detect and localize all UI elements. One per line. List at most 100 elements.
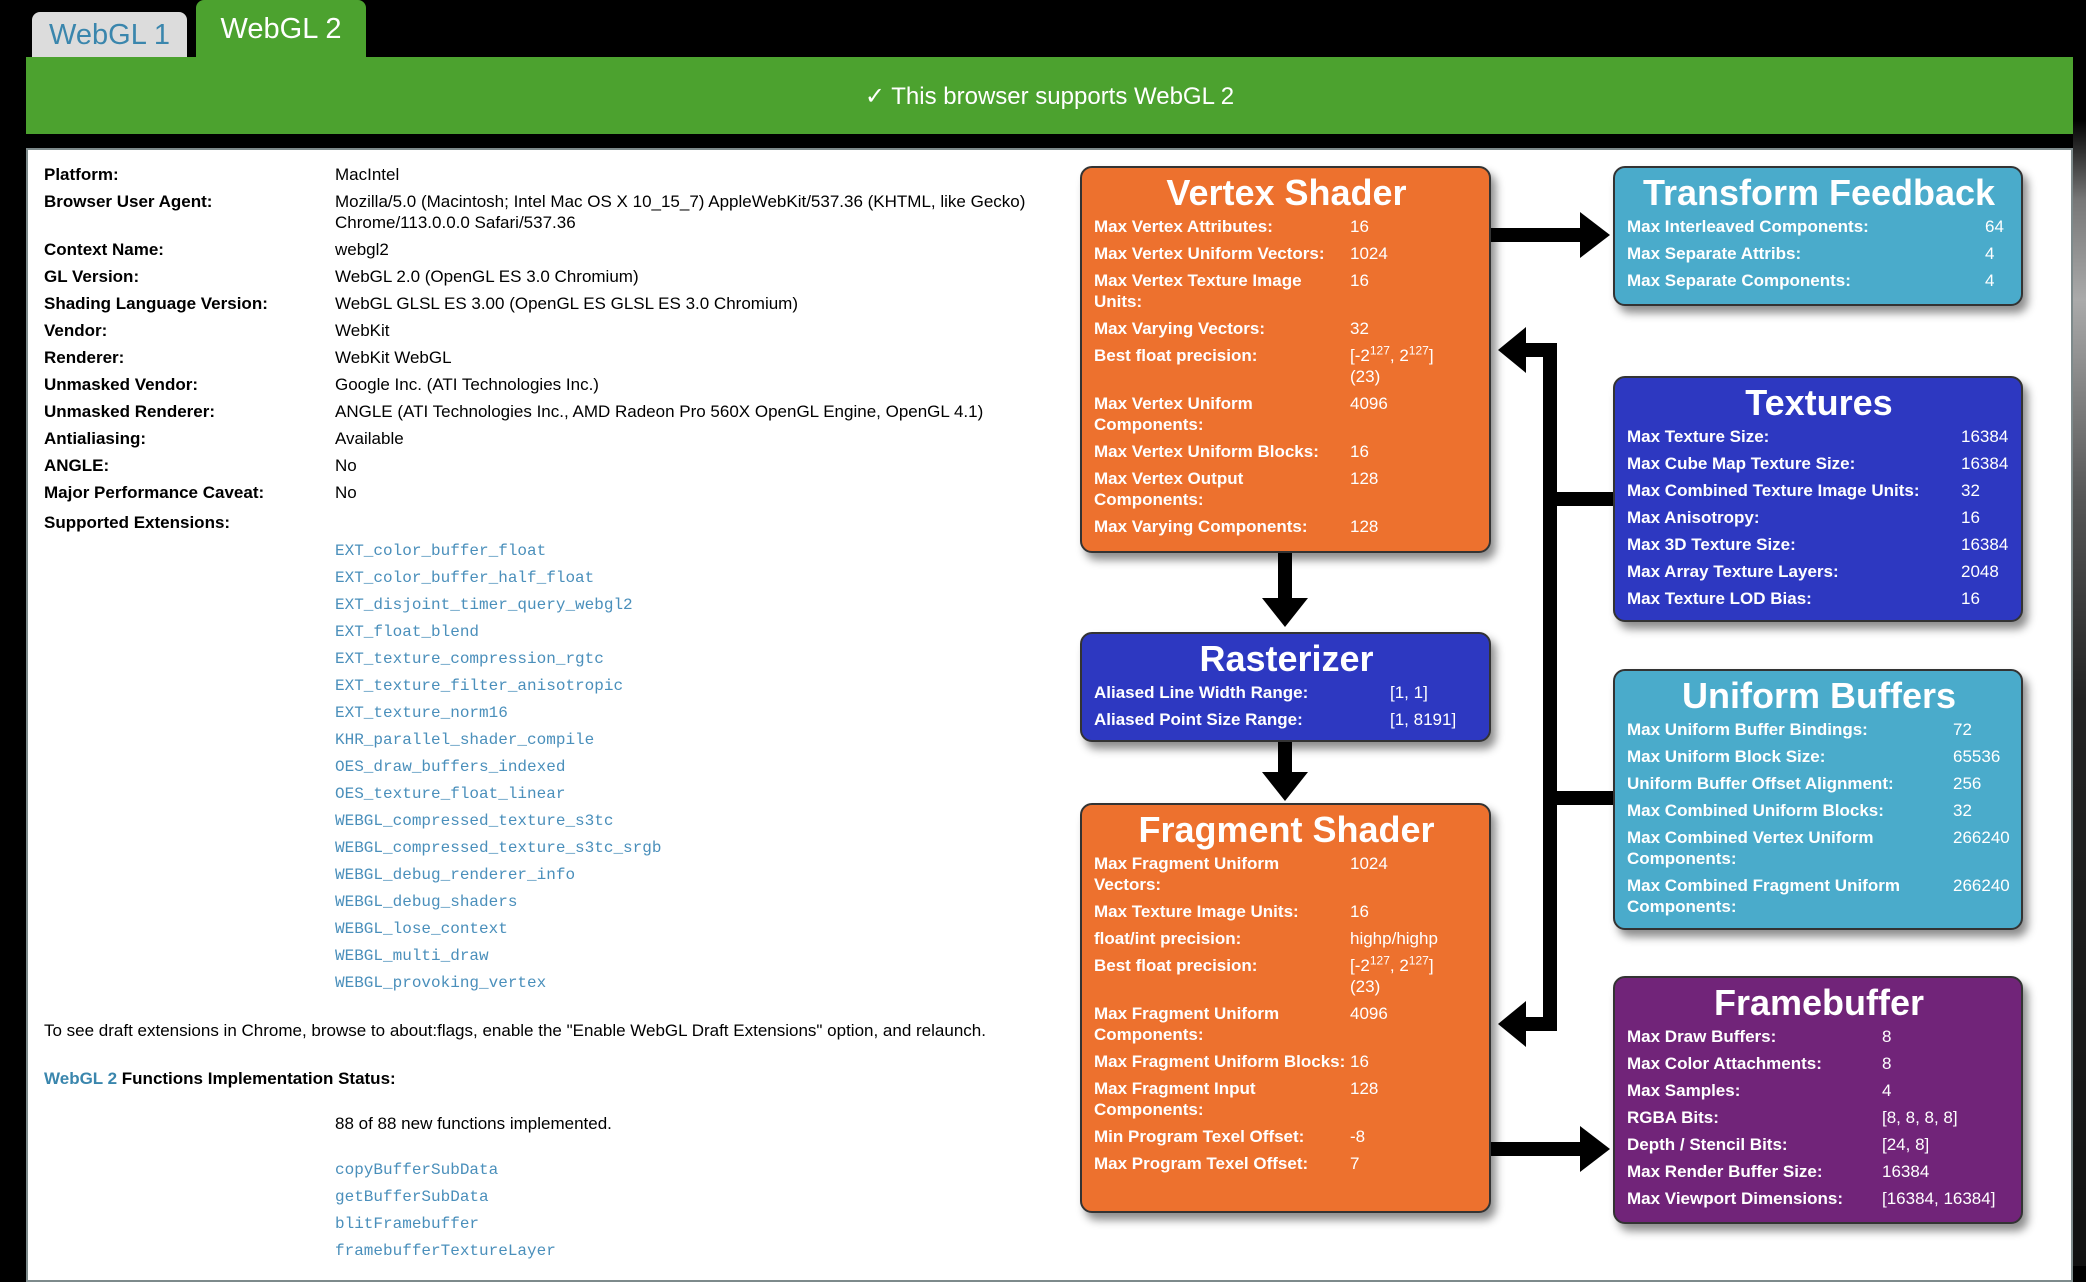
stat-label: Max Combined Uniform Blocks: — [1627, 801, 1884, 820]
stat-value: highp/highp — [1350, 929, 1438, 948]
functions-summary: 88 of 88 new functions implemented. — [335, 1114, 612, 1133]
stat-label: Max Draw Buffers: — [1627, 1027, 1777, 1046]
stat-label: Max Vertex Texture Image Units: — [1094, 271, 1302, 311]
extension-link[interactable]: KHR_parallel_shader_compile — [335, 731, 595, 749]
arrow-fragment-to-framebuffer — [1491, 1142, 1587, 1156]
stat-label: Max Cube Map Texture Size: — [1627, 454, 1856, 473]
stat-label: Max Uniform Buffer Bindings: — [1627, 720, 1868, 739]
precision-part: [-2 — [1350, 346, 1370, 365]
info-value: webgl2 — [335, 240, 389, 259]
extension-link[interactable]: EXT_float_blend — [335, 623, 480, 641]
stat-label: Max Program Texel Offset: — [1094, 1154, 1309, 1173]
info-value: WebGL 2.0 (OpenGL ES 3.0 Chromium) — [335, 267, 639, 286]
extension-link[interactable]: WEBGL_compressed_texture_s3tc — [335, 812, 614, 830]
stat-label: Max Samples: — [1627, 1081, 1741, 1100]
function-link[interactable]: framebufferTextureLayer — [335, 1242, 556, 1260]
stat-label: Max Texture Size: — [1627, 427, 1770, 446]
info-value: ANGLE (ATI Technologies Inc., AMD Radeon… — [335, 402, 984, 421]
stat-label: Min Program Texel Offset: — [1094, 1127, 1305, 1146]
precision-part: ] — [1428, 346, 1434, 365]
info-label: Context Name: — [44, 240, 164, 259]
extension-link[interactable]: EXT_color_buffer_float — [335, 542, 547, 560]
stat-value: 266240 — [1953, 876, 2010, 895]
stat-value: 4096 — [1350, 394, 1388, 413]
extension-link[interactable]: EXT_disjoint_timer_query_webgl2 — [335, 596, 633, 614]
info-row: Unmasked Renderer: ANGLE (ATI Technologie… — [44, 398, 1080, 425]
stat-value: [1, 8191] — [1390, 710, 1457, 729]
arrowhead-icon — [1580, 1126, 1610, 1172]
info-row: Shading Language Version:WebGL GLSL ES 3… — [44, 290, 1080, 317]
webgl2-link[interactable]: WebGL 2 — [44, 1069, 118, 1088]
stat-label: Max Fragment Uniform Vectors: — [1094, 854, 1280, 894]
precision-part: 127 — [1408, 953, 1429, 968]
info-label: Shading Language Version: — [44, 294, 268, 313]
extension-link[interactable]: OES_texture_float_linear — [335, 785, 566, 803]
stat-label: Max Render Buffer Size: — [1627, 1162, 1823, 1181]
stat-value: 8 — [1882, 1027, 1892, 1046]
info-value: MacIntel — [335, 165, 400, 184]
stat-value: 32 — [1350, 319, 1369, 338]
stat-value: [-2127, 2127](23) — [1350, 344, 1479, 387]
extension-link[interactable]: WEBGL_lose_context — [335, 920, 508, 938]
stat-label: Max Combined Fragment Uniform Components… — [1627, 876, 1900, 916]
stat-label: Max Combined Texture Image Units: — [1627, 481, 1920, 500]
tab-webgl2[interactable]: WebGL 2 — [196, 0, 366, 58]
function-link[interactable]: blitFramebuffer — [335, 1215, 480, 1233]
extension-link[interactable]: EXT_color_buffer_half_float — [335, 569, 595, 587]
stat-label: Max Viewport Dimensions: — [1627, 1189, 1844, 1208]
box-rows: Max Texture Size: 16384 Max Cube Map Textu… — [1627, 426, 2011, 609]
extension-link[interactable]: EXT_texture_compression_rgtc — [335, 650, 604, 668]
stat-value: 256 — [1953, 774, 1982, 793]
extension-link[interactable]: EXT_texture_filter_anisotropic — [335, 677, 624, 695]
stat-label: Uniform Buffer Offset Alignment: — [1627, 774, 1894, 793]
stat-value: 4 — [1882, 1081, 1892, 1100]
extension-link[interactable]: EXT_texture_norm16 — [335, 704, 508, 722]
info-value: WebKit WebGL — [335, 348, 452, 367]
info-label: Renderer: — [44, 348, 125, 367]
support-banner: ✓ This browser supports WebGL 2 — [26, 57, 2073, 134]
info-label: Antialiasing: — [44, 429, 147, 448]
stat-label: Max Array Texture Layers: — [1627, 562, 1839, 581]
function-link[interactable]: getBufferSubData — [335, 1188, 489, 1206]
extension-link[interactable]: WEBGL_compressed_texture_s3tc_srgb — [335, 839, 662, 857]
extension-link[interactable]: WEBGL_provoking_vertex — [335, 974, 547, 992]
stat-label: RGBA Bits: — [1627, 1108, 1719, 1127]
precision-part: 127 — [1369, 953, 1390, 968]
stat-label: Depth / Stencil Bits: — [1627, 1135, 1788, 1154]
stat-value: [24, 8] — [1882, 1135, 1930, 1154]
info-row: Renderer: WebKit WebGL — [44, 344, 1080, 371]
stat-value: 16384 — [1961, 454, 2009, 473]
info-value: Google Inc. (ATI Technologies Inc.) — [335, 375, 599, 394]
extension-link[interactable]: WEBGL_debug_shaders — [335, 893, 518, 911]
function-link[interactable]: copyBufferSubData — [335, 1161, 499, 1179]
stat-label: Max Separate Components: — [1627, 271, 1851, 290]
info-label: Unmasked Renderer: — [44, 402, 216, 421]
stat-value: 266240 — [1953, 828, 2010, 847]
stat-value: 32 — [1961, 481, 1980, 500]
stat-value: 7 — [1350, 1154, 1360, 1173]
arrow-vertex-to-rasterizer — [1278, 553, 1292, 603]
box-title: Fragment Shader — [1138, 809, 1435, 850]
stat-label: float/int precision: — [1094, 929, 1242, 948]
extension-link[interactable]: WEBGL_debug_renderer_info — [335, 866, 576, 884]
extension-link[interactable]: OES_draw_buffers_indexed — [335, 758, 566, 776]
stat-label: Max Separate Attribs: — [1627, 244, 1802, 263]
info-label: Unmasked Vendor: — [44, 375, 198, 394]
tab-webgl1[interactable]: WebGL 1 — [32, 12, 187, 58]
extension-link[interactable]: WEBGL_multi_draw — [335, 947, 489, 965]
precision-part: [-2 — [1350, 956, 1370, 975]
box-rows: Aliased Line Width Range:[1, 1]Aliased P… — [1094, 682, 1479, 730]
stat-label: Best float precision: — [1094, 346, 1258, 365]
info-row: Antialiasing:Available — [44, 425, 1080, 452]
precision-part: ] — [1428, 956, 1434, 975]
precision-part: (23) — [1350, 977, 1381, 996]
